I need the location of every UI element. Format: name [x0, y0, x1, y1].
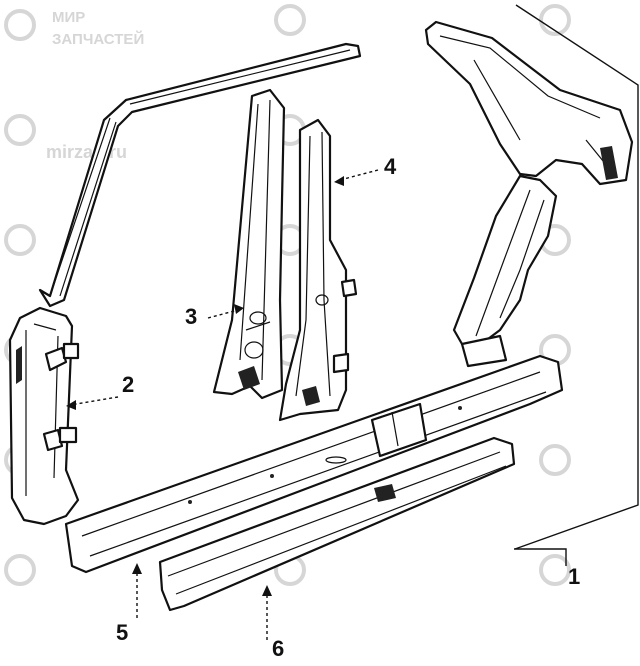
front-hinge-pillar-part: [8, 306, 80, 526]
watermark-brand-line2: ЗАПЧАСТЕЙ: [52, 30, 144, 48]
callout-2: 2: [122, 372, 134, 397]
arrow-2: [66, 400, 76, 410]
rear-pillar-lower-part: [452, 174, 558, 368]
leader-line-2: [69, 396, 119, 406]
assembly-frame-lines: [514, 4, 639, 550]
center-pillar-part: [212, 88, 286, 400]
callout-labels: 1 2 3 4 5 6: [116, 154, 580, 661]
center-pillar-inner-part: [278, 118, 358, 422]
frame-outline: [514, 4, 639, 550]
watermark-logo-2: [274, 4, 306, 36]
watermark-logo-9: [4, 554, 571, 586]
callout-5: 5: [116, 620, 128, 645]
watermark-logo-1: МИР ЗАПЧАСТЕЙ: [4, 9, 144, 48]
callout-4: 4: [384, 154, 397, 179]
arrow-6: [262, 585, 272, 596]
leader-lines: [66, 169, 567, 640]
callout-1: 1: [568, 564, 580, 589]
rocker-outer-part: [158, 436, 516, 612]
watermark-brand-line1: МИР: [52, 9, 85, 26]
rear-quarter-part: [424, 20, 634, 186]
callout-3: 3: [185, 304, 197, 329]
arrow-4: [334, 176, 344, 186]
rocker-inner-part: [64, 354, 564, 574]
leader-line-3: [207, 309, 239, 319]
leader-line-4: [339, 169, 379, 181]
roof-rail-part: [38, 42, 362, 308]
leader-line-1: [514, 548, 567, 566]
watermark-site: mirzap.ru: [46, 142, 127, 162]
arrow-5: [132, 563, 142, 574]
watermark-logo-3: [539, 4, 571, 36]
callout-6: 6: [272, 636, 284, 661]
arrow-3: [234, 304, 244, 314]
